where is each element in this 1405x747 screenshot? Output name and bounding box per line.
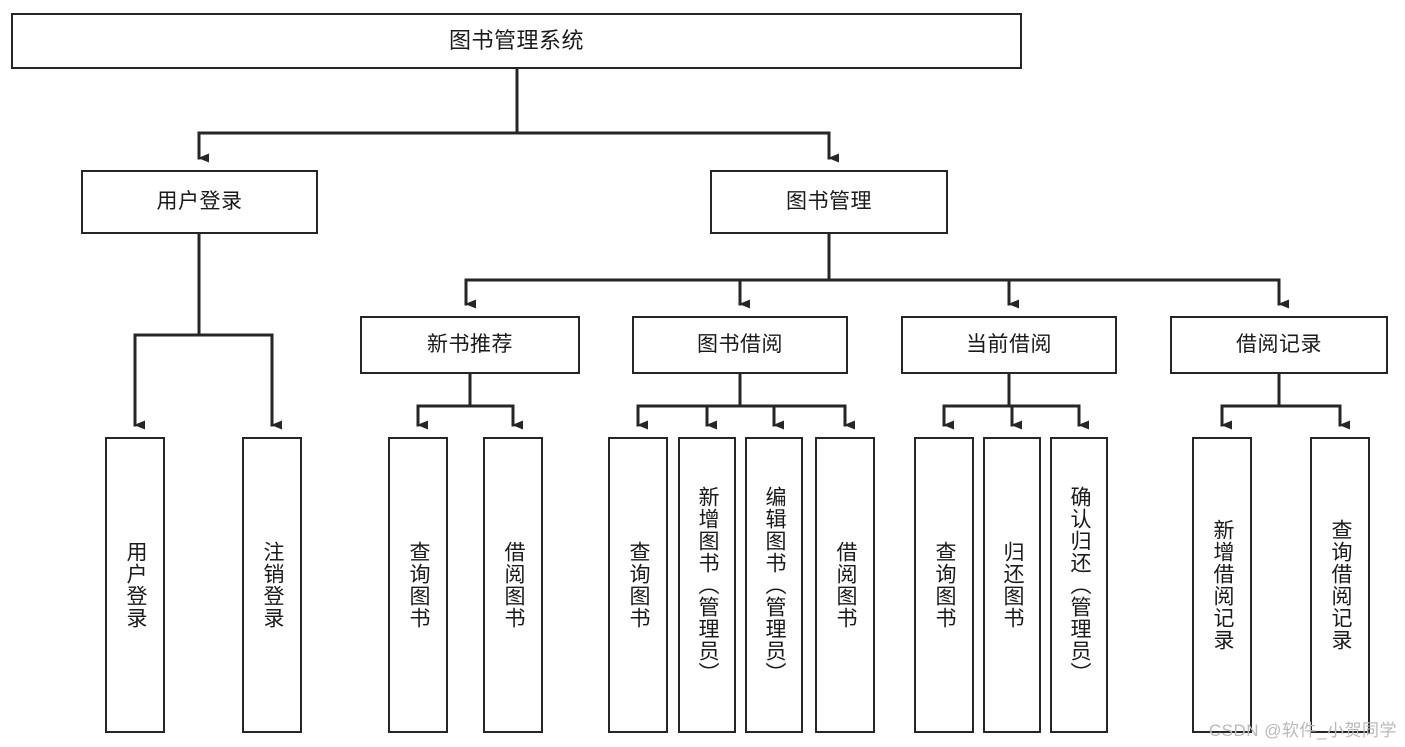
node-new-book-recommend-label: 新书推荐 [427,333,513,357]
node-current-borrow[interactable]: 当前借阅 [901,316,1117,374]
leaf-node[interactable]: 确认归还（管理员） [1050,437,1108,733]
leaf-node-label: 确认归还（管理员） [1068,486,1092,684]
leaf-node-label: 用户登录 [124,541,148,629]
node-root-label: 图书管理系统 [448,27,584,53]
node-user-login[interactable]: 用户登录 [81,170,318,234]
leaf-node-label: 查询借阅记录 [1329,519,1353,651]
node-user-login-label: 用户登录 [156,190,243,214]
leaf-node-label: 注销登录 [261,541,285,629]
node-borrow-records[interactable]: 借阅记录 [1170,316,1388,374]
leaf-node[interactable]: 编辑图书（管理员） [745,437,803,733]
node-new-book-recommend[interactable]: 新书推荐 [360,316,580,374]
leaf-node-label: 新增图书（管理员） [696,486,720,684]
node-current-borrow-label: 当前借阅 [966,333,1052,357]
leaf-node[interactable]: 查询借阅记录 [1310,437,1370,733]
leaf-node-label: 编辑图书（管理员） [763,486,787,684]
node-borrow-records-label: 借阅记录 [1236,333,1322,357]
leaf-node[interactable]: 查询图书 [388,437,448,733]
leaf-node-label: 查询图书 [627,541,651,629]
leaf-node[interactable]: 新增借阅记录 [1192,437,1252,733]
node-book-borrow-label: 图书借阅 [697,333,783,357]
leaf-node[interactable]: 新增图书（管理员） [678,437,736,733]
leaf-node[interactable]: 注销登录 [242,437,302,733]
leaf-node-label: 查询图书 [407,541,431,629]
leaf-node[interactable]: 归还图书 [983,437,1041,733]
leaf-node-label: 借阅图书 [502,541,526,629]
node-root[interactable]: 图书管理系统 [11,13,1022,69]
leaf-node[interactable]: 用户登录 [105,437,165,733]
leaf-node[interactable]: 借阅图书 [815,437,875,733]
leaf-node[interactable]: 查询图书 [608,437,668,733]
node-book-management-label: 图书管理 [786,190,872,214]
leaf-node-label: 借阅图书 [834,541,858,629]
leaf-node-label: 新增借阅记录 [1211,519,1235,651]
node-book-management[interactable]: 图书管理 [710,170,948,234]
leaf-node[interactable]: 查询图书 [914,437,974,733]
node-book-borrow[interactable]: 图书借阅 [632,316,848,374]
leaf-node-label: 查询图书 [933,541,957,629]
leaf-node[interactable]: 借阅图书 [483,437,543,733]
leaf-node-label: 归还图书 [1001,541,1025,629]
